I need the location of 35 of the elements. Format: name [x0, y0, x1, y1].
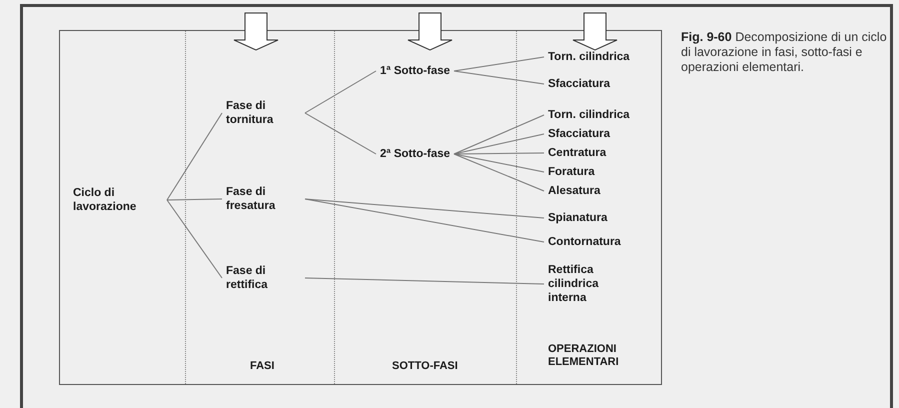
- node-label: 2ª Sotto-fase: [380, 147, 450, 161]
- column-header: SOTTO-FASI: [392, 360, 459, 373]
- node-label: Fase di rettifica: [226, 264, 301, 292]
- connector-line: [454, 152, 544, 154]
- connector-line: [454, 154, 544, 192]
- connector-line: [454, 134, 544, 154]
- figure-caption: Fig. 9-60 Decomposizione di un ciclo di lavorazione in fasi, sotto-fasi e operazioni elementari.: [681, 30, 888, 75]
- node-label: Foratura: [548, 165, 595, 179]
- connector-line: [454, 70, 544, 84]
- connector-line: [166, 200, 222, 278]
- connector-line: [166, 198, 222, 200]
- connector-line: [454, 154, 544, 172]
- connector-line: [454, 114, 544, 154]
- connector-line: [304, 198, 544, 218]
- node-label: Sfacciatura: [548, 127, 610, 141]
- connector-line: [304, 70, 376, 114]
- node-label: Alesatura: [548, 184, 600, 198]
- node-label: Spianatura: [548, 211, 608, 225]
- node-label: Ciclo di lavorazione: [73, 186, 163, 214]
- node-label: Fase di tornitura: [226, 99, 301, 127]
- column-header: OPERAZIONI ELEMENTARI: [548, 343, 620, 369]
- column-header: FASI: [250, 360, 276, 373]
- connector-line: [304, 112, 376, 154]
- connector-line: [166, 112, 222, 200]
- node-label: Torn. cilindrica: [548, 108, 630, 122]
- connector-line: [304, 278, 544, 284]
- connector-line: [304, 198, 544, 242]
- node-label: Centratura: [548, 146, 606, 160]
- node-label: Fase di fresatura: [226, 185, 301, 213]
- node-label: Sfacciatura: [548, 77, 610, 91]
- node-label: 1ª Sotto-fase: [380, 64, 450, 78]
- node-label: Rettifica cilindrica interna: [548, 263, 623, 305]
- node-label: Torn. cilindrica: [548, 50, 630, 64]
- node-label: Contornatura: [548, 235, 621, 249]
- connector-line: [454, 56, 544, 72]
